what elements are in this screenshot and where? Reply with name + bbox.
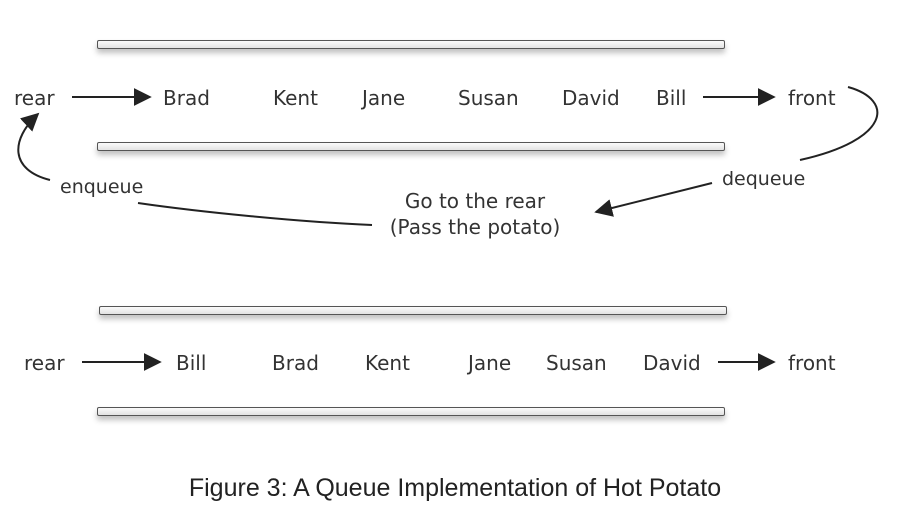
top-queue-item: Susan bbox=[458, 86, 519, 110]
bottom-queue-item: Susan bbox=[546, 351, 607, 375]
top-queue-item: Bill bbox=[656, 86, 687, 110]
instruction-line-2: (Pass the potato) bbox=[389, 215, 561, 239]
bottom-queue-item: Brad bbox=[272, 351, 319, 375]
enqueue-curve bbox=[137, 202, 373, 226]
bottom-queue-lower-bar bbox=[97, 407, 725, 416]
top-rear-label: rear bbox=[14, 86, 55, 110]
top-queue-item: Kent bbox=[273, 86, 318, 110]
bottom-queue-item: Jane bbox=[468, 351, 512, 375]
top-front-label: front bbox=[788, 86, 836, 110]
top-queue-item: Brad bbox=[163, 86, 210, 110]
instruction-line-1: Go to the rear bbox=[404, 189, 546, 213]
bottom-queue-item: Kent bbox=[365, 351, 410, 375]
bottom-queue-item: David bbox=[643, 351, 701, 375]
top-queue-lower-bar bbox=[97, 142, 725, 151]
top-queue-item: Jane bbox=[362, 86, 406, 110]
bottom-queue-upper-bar bbox=[99, 306, 727, 315]
dequeue-curve bbox=[799, 86, 879, 161]
figure-caption: Figure 3: A Queue Implementation of Hot … bbox=[188, 474, 722, 502]
bottom-front-label: front bbox=[788, 351, 836, 375]
dequeue-label: dequeue bbox=[722, 168, 806, 190]
enqueue-label: enqueue bbox=[60, 176, 144, 198]
dequeue-arrow bbox=[594, 182, 713, 217]
top-queue-upper-bar bbox=[97, 40, 725, 49]
rear-curve bbox=[17, 112, 51, 181]
pass-potato-instruction: Go to the rear (Pass the potato) bbox=[360, 188, 590, 240]
top-queue-item: David bbox=[562, 86, 620, 110]
bottom-queue-item: Bill bbox=[176, 351, 207, 375]
bottom-rear-label: rear bbox=[24, 351, 65, 375]
